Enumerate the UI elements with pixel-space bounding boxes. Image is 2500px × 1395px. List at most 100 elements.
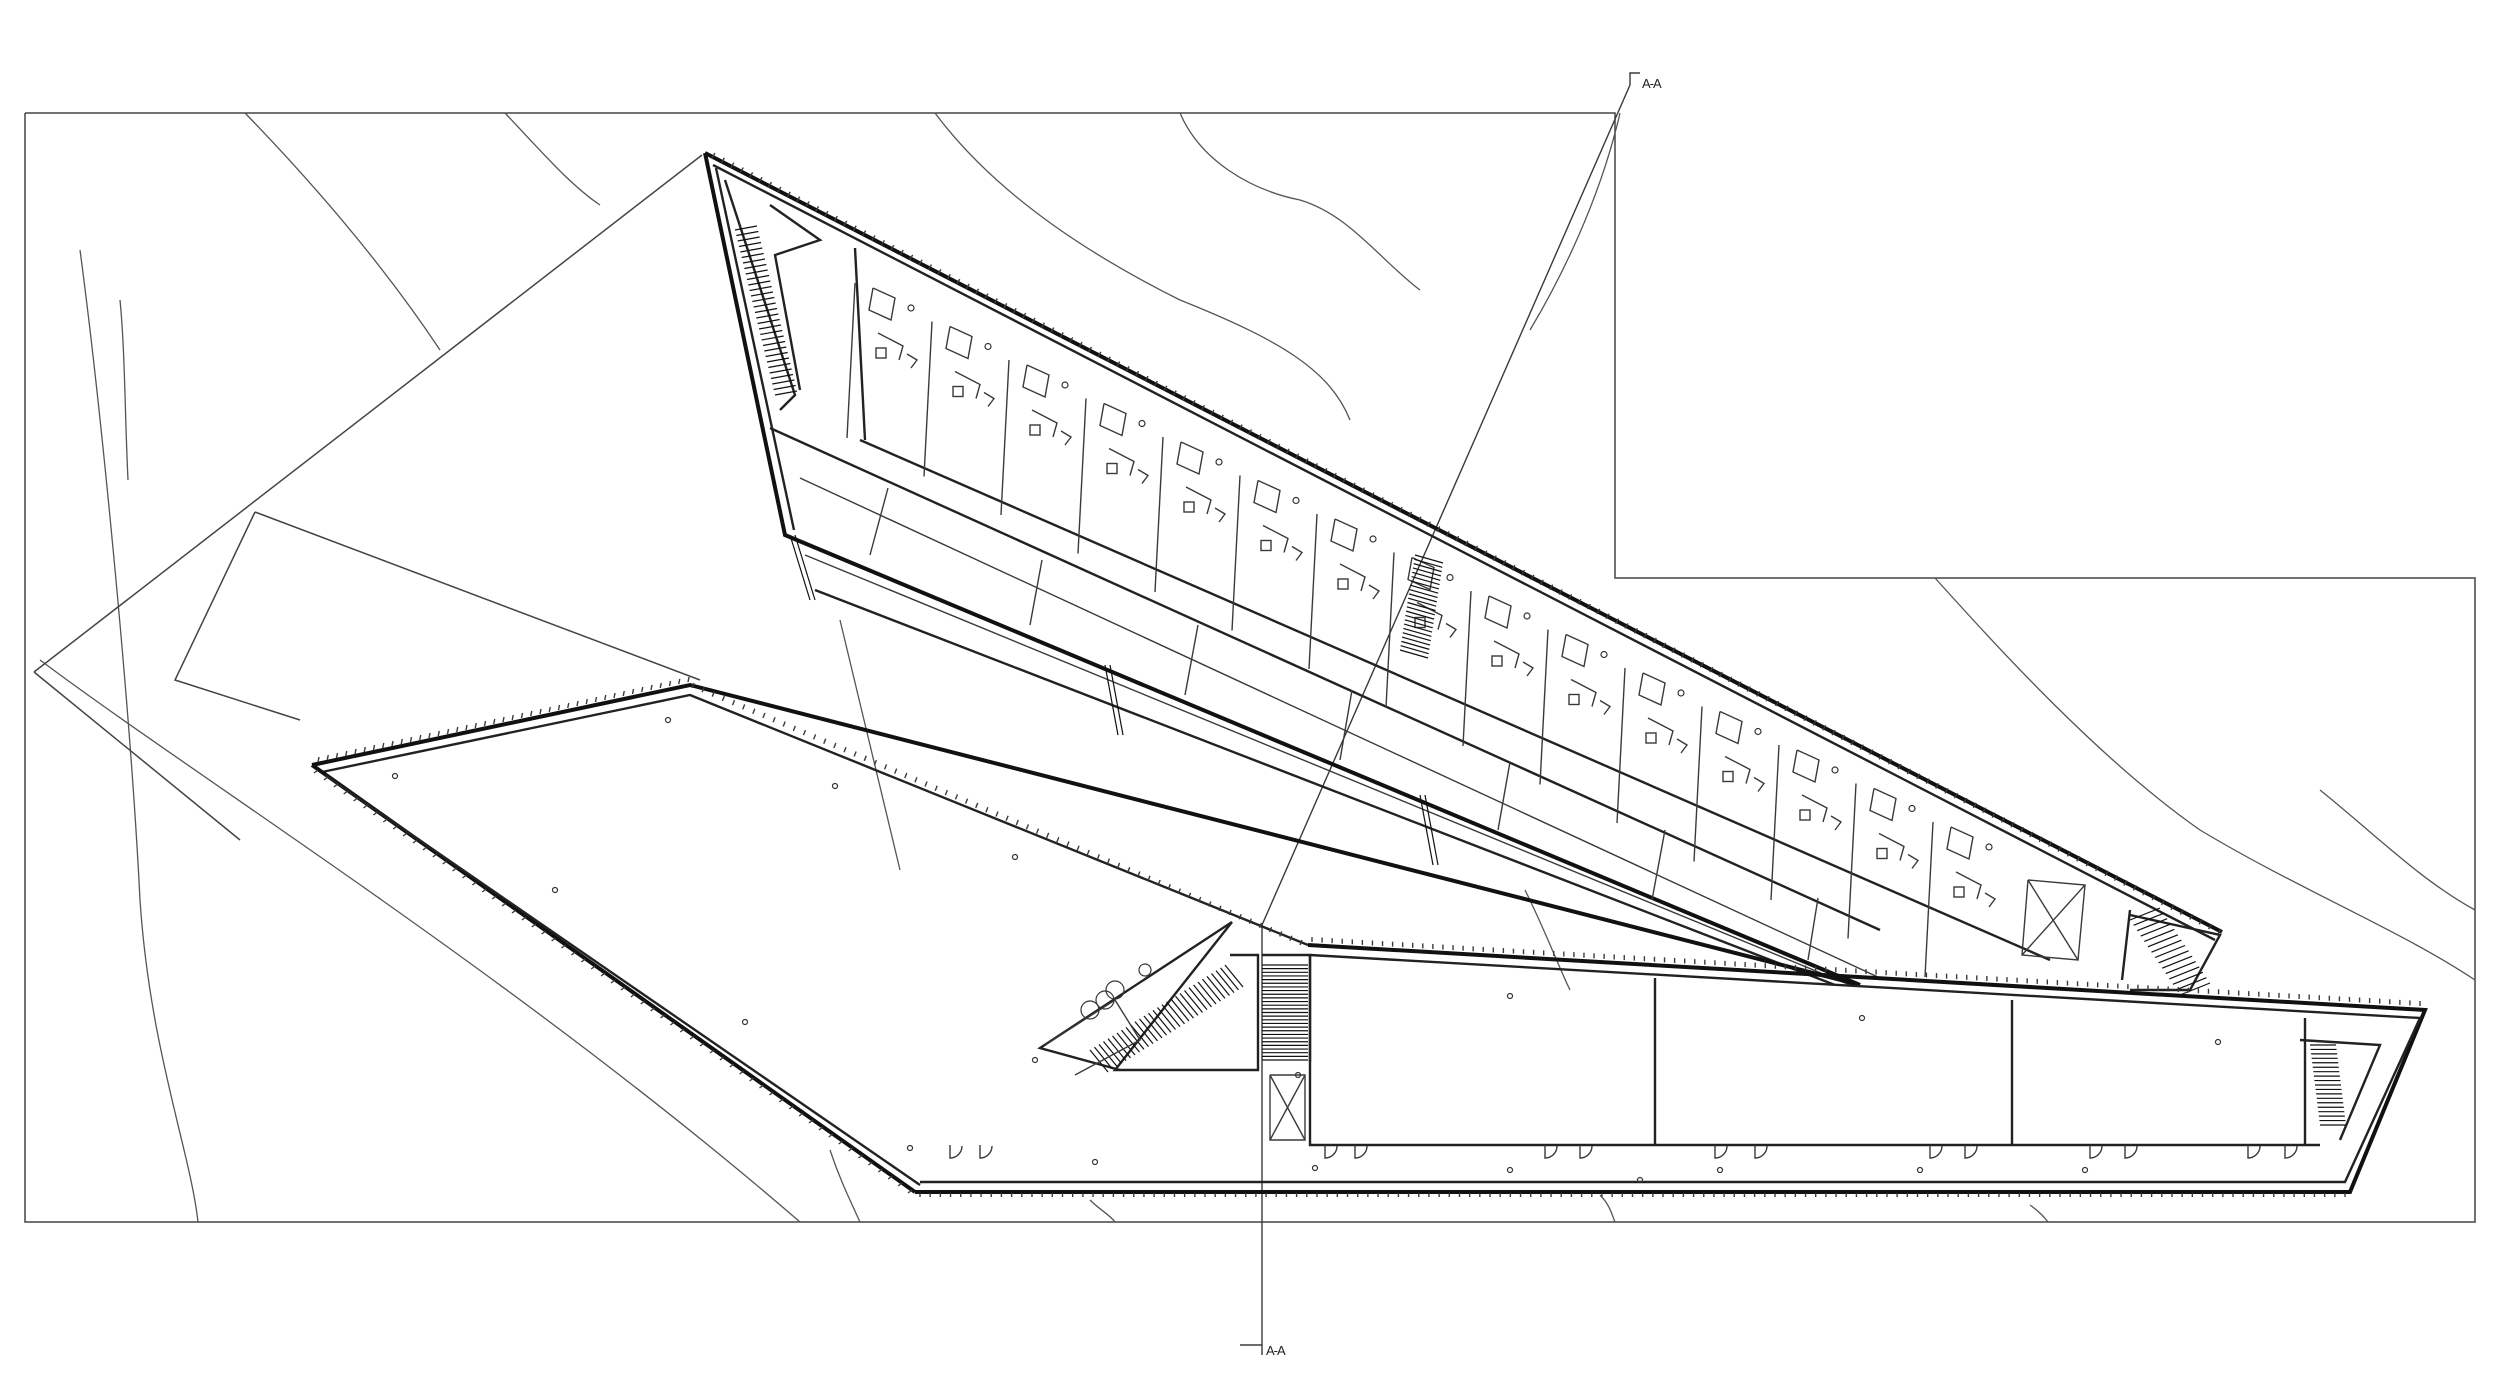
facade-tick [719, 1056, 725, 1061]
facade-tick [788, 1105, 794, 1110]
facade-tick [818, 1126, 824, 1131]
facade-tick [1046, 832, 1050, 839]
door-swing [1754, 1145, 1768, 1159]
facade-tick [631, 688, 635, 695]
facade-tick [1097, 351, 1102, 358]
facade-tick [1812, 720, 1817, 726]
room-wall [846, 282, 856, 439]
room-bathroom [1407, 556, 1435, 591]
room-door [1907, 853, 1920, 869]
facade-tick [1299, 939, 1303, 946]
facade-tick [907, 1189, 913, 1194]
room-wall [923, 321, 933, 477]
stair-tread [2169, 966, 2200, 980]
facade-tick [2170, 904, 2175, 911]
stair-tread [1224, 964, 1244, 988]
room-wall [1616, 667, 1626, 824]
room-fixture [1677, 689, 1685, 697]
facade-tick [2076, 855, 2081, 862]
facade-tick [1878, 754, 1883, 760]
stair-tread [1184, 990, 1203, 1013]
door-swing [1354, 1145, 1368, 1159]
stair-tread [2147, 934, 2179, 948]
facade-tick [604, 694, 607, 701]
room-door [1291, 545, 1304, 561]
facade-tick [904, 772, 908, 779]
facade-tick [1134, 370, 1140, 377]
facade-tick [1671, 647, 1676, 654]
facade-tick [585, 698, 588, 705]
door-swings [949, 1145, 2298, 1159]
facade-tick [914, 776, 918, 783]
facade-tick [1031, 317, 1036, 324]
column-point [2081, 1166, 2089, 1174]
facade-tick [772, 717, 776, 723]
facade-tick [462, 874, 467, 879]
room-desk [1416, 601, 1443, 630]
facade-tick [2038, 836, 2043, 843]
column-point [831, 782, 839, 790]
facade-tick [2142, 889, 2147, 896]
facade-tick [391, 740, 394, 747]
facade-tick [993, 298, 998, 304]
facade-tick [679, 1028, 685, 1033]
column-point [1506, 1166, 1514, 1174]
stair-lower-center [1089, 921, 1312, 1073]
facade-tick [1840, 734, 1846, 741]
facade-tick [1417, 516, 1422, 523]
facade-tick [1116, 862, 1121, 869]
facade-tick [848, 1147, 854, 1152]
facade-tick [1473, 545, 1479, 552]
stair-tread [1400, 645, 1429, 655]
facade-tick [1577, 598, 1582, 605]
facade-tick [1153, 380, 1158, 387]
facade-tick [1157, 879, 1161, 886]
facade-tick [720, 157, 726, 164]
facade-tick [333, 783, 339, 788]
facade-tick [699, 1042, 705, 1047]
facade-tick [1624, 623, 1629, 629]
stair-tread [1411, 576, 1440, 586]
facade-tick [541, 930, 547, 935]
room-door [1060, 430, 1073, 446]
facade-tick [1558, 589, 1563, 595]
stair-tread [1408, 597, 1437, 607]
stair-tread [2176, 977, 2207, 991]
room-bathroom [1176, 441, 1204, 476]
room-desk [1570, 678, 1597, 707]
facade-tick [777, 186, 782, 193]
facade-tick [798, 1112, 804, 1117]
facade-tick [668, 680, 672, 687]
stair-tread [764, 346, 787, 352]
facade-tick [446, 728, 450, 735]
facade-tick [1897, 763, 1902, 770]
facade-tick [590, 965, 596, 970]
lower-right-wing [915, 943, 2428, 1194]
facade-tick [1003, 302, 1008, 309]
room-door [1522, 661, 1535, 677]
facade-tick [1078, 341, 1083, 348]
room-door [983, 391, 996, 407]
facade-tick [1238, 424, 1243, 430]
facade-tick [1389, 501, 1394, 508]
facade-tick [1746, 686, 1751, 692]
facade-tick [1040, 322, 1046, 329]
door-swing [2247, 1145, 2261, 1159]
facade-tick [1351, 482, 1356, 489]
facade-tick [871, 235, 876, 241]
facade-tick [1022, 312, 1027, 319]
stair-tread [744, 263, 767, 270]
facade-tick [711, 152, 716, 159]
facade-tick [838, 1140, 844, 1145]
facade-tick [1530, 574, 1535, 581]
facade-tick [442, 860, 448, 865]
facade-tick [729, 1063, 735, 1068]
stair-tread [745, 269, 768, 275]
stair-tread [1407, 601, 1436, 612]
facade-tick [561, 944, 566, 949]
facade-tick [880, 239, 886, 246]
facade-tick [1238, 914, 1242, 920]
facade-tick [792, 725, 796, 732]
facade-tick [1464, 540, 1469, 547]
stair-tread [1148, 1012, 1167, 1036]
